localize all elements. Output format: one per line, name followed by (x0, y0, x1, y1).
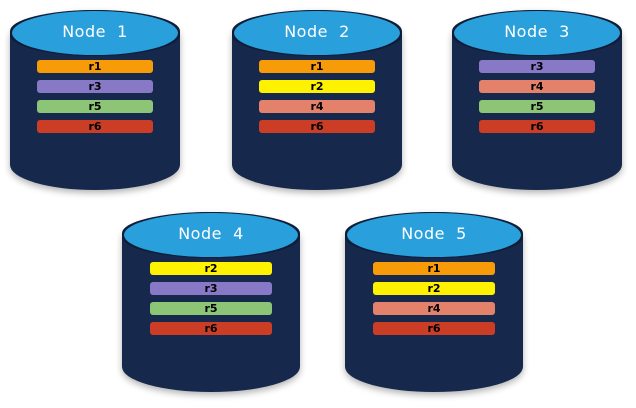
replica-list: r1 r2 r4 r6 (373, 262, 495, 335)
replica-bar[interactable]: r6 (373, 322, 495, 335)
replica-bar[interactable]: r4 (479, 80, 595, 93)
replica-bar[interactable]: r4 (259, 100, 375, 113)
replica-list: r3 r4 r5 r6 (479, 60, 595, 133)
replica-bar[interactable]: r5 (37, 100, 153, 113)
database-node-3[interactable]: Node 3 r3 r4 r5 r6 (452, 10, 622, 190)
replica-list: r1 r3 r5 r6 (37, 60, 153, 133)
node-label: Node 1 (62, 22, 128, 41)
replica-bar[interactable]: r6 (259, 120, 375, 133)
replica-bar[interactable]: r3 (37, 80, 153, 93)
replica-bar[interactable]: r2 (373, 282, 495, 295)
replica-bar[interactable]: r6 (37, 120, 153, 133)
database-node-4[interactable]: Node 4 r2 r3 r5 r6 (122, 212, 300, 392)
replica-bar[interactable]: r3 (479, 60, 595, 73)
cylinder-top-ellipse (347, 213, 521, 257)
replica-bar[interactable]: r2 (150, 262, 272, 275)
replica-list: r2 r3 r5 r6 (150, 262, 272, 335)
node-label: Node 5 (401, 224, 467, 243)
database-node-5[interactable]: Node 5 r1 r2 r4 r6 (345, 212, 523, 392)
replica-bar[interactable]: r3 (150, 282, 272, 295)
replica-bar[interactable]: r1 (373, 262, 495, 275)
database-node-2[interactable]: Node 2 r1 r2 r4 r6 (232, 10, 402, 190)
replica-bar[interactable]: r6 (150, 322, 272, 335)
replica-bar[interactable]: r2 (259, 80, 375, 93)
replica-bar[interactable]: r1 (259, 60, 375, 73)
replica-bar[interactable]: r1 (37, 60, 153, 73)
database-node-1[interactable]: Node 1 r1 r3 r5 r6 (10, 10, 180, 190)
replica-bar[interactable]: r5 (150, 302, 272, 315)
cylinder-top-ellipse (454, 11, 620, 55)
cylinder-top-ellipse (124, 213, 298, 257)
replica-bar[interactable]: r6 (479, 120, 595, 133)
cylinder-top-ellipse (12, 11, 178, 55)
node-label: Node 2 (284, 22, 350, 41)
replica-bar[interactable]: r5 (479, 100, 595, 113)
replica-bar[interactable]: r4 (373, 302, 495, 315)
replica-list: r1 r2 r4 r6 (259, 60, 375, 133)
cylinder-top-ellipse (234, 11, 400, 55)
node-label: Node 3 (504, 22, 570, 41)
node-label: Node 4 (178, 224, 244, 243)
